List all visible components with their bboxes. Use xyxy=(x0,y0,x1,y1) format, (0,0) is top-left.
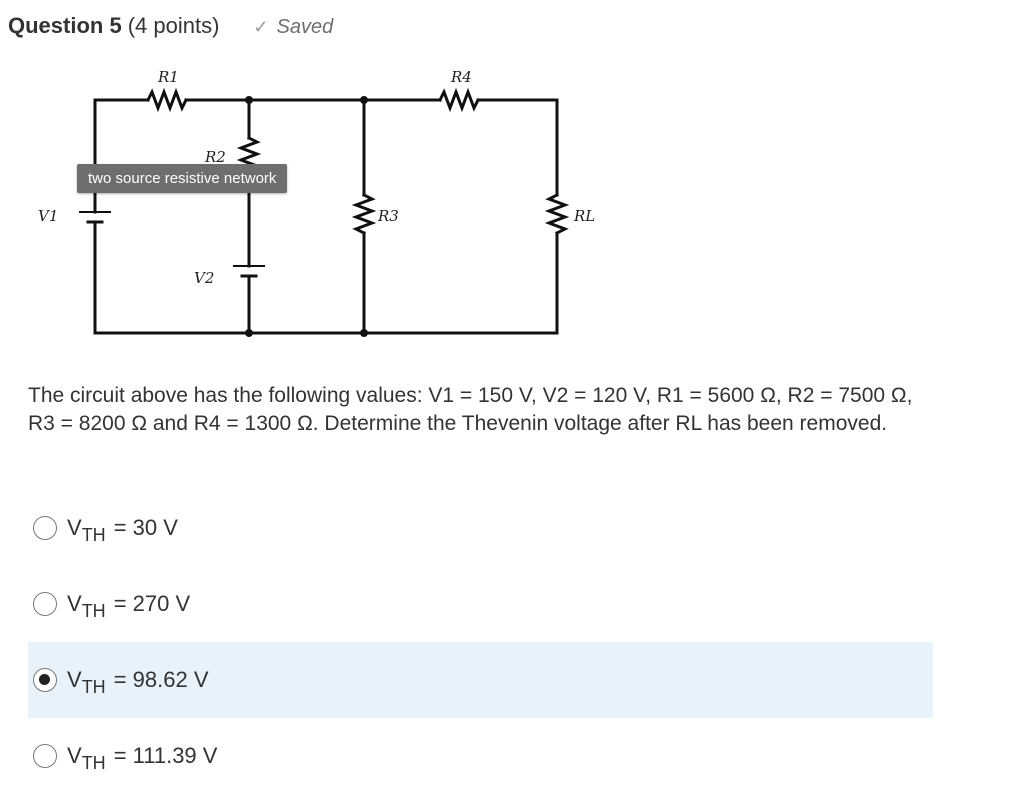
resistor-r3 xyxy=(351,192,377,236)
answer-value: = 98.62 V xyxy=(113,667,209,692)
node-top-r3 xyxy=(360,96,368,104)
resistor-rl xyxy=(544,192,570,236)
answer-symbol: V xyxy=(67,667,82,692)
radio-button[interactable] xyxy=(33,744,57,768)
answer-symbol: V xyxy=(67,743,82,768)
resistor-r1 xyxy=(145,87,189,113)
wire-top-far xyxy=(476,98,559,197)
answer-label: V TH = 98.62 V xyxy=(67,667,209,697)
radio-button[interactable] xyxy=(33,516,57,540)
answer-value: = 270 V xyxy=(113,591,191,616)
wire-top-left xyxy=(93,98,150,214)
answer-option-4[interactable]: V TH = 111.39 V xyxy=(28,718,933,794)
label-r3: R3 xyxy=(377,207,399,225)
answer-subscript: TH xyxy=(81,753,106,773)
saved-label: Saved xyxy=(276,16,334,38)
check-icon: ✓ xyxy=(253,17,269,37)
saved-status: ✓ Saved xyxy=(253,16,333,39)
question-text: The circuit above has the following valu… xyxy=(28,384,913,435)
label-r4: R4 xyxy=(450,68,472,86)
label-v1: V1 xyxy=(38,207,58,225)
label-r2: R2 xyxy=(204,148,226,166)
answer-value: = 111.39 V xyxy=(113,743,218,768)
node-top-r2 xyxy=(245,96,253,104)
answer-symbol: V xyxy=(67,515,82,540)
resistor-r4 xyxy=(437,87,481,113)
answer-label: V TH = 30 V xyxy=(67,515,178,545)
answer-option-3[interactable]: V TH = 98.62 V xyxy=(28,642,933,718)
node-bottom-r3 xyxy=(360,329,368,337)
answer-value: = 30 V xyxy=(113,515,178,540)
label-v2: V2 xyxy=(194,269,214,287)
label-r1: R1 xyxy=(157,68,179,86)
question-title: Question 5 xyxy=(8,13,122,38)
image-tooltip: two source resistive network xyxy=(77,164,288,193)
answer-option-1[interactable]: V TH = 30 V xyxy=(28,490,933,566)
answer-subscript: TH xyxy=(81,677,106,697)
wire-right-bottom xyxy=(93,221,559,335)
circuit-diagram: R1 R4 R2 R3 RL V1 V2 xyxy=(38,68,595,337)
answer-label: V TH = 111.39 V xyxy=(67,743,218,773)
answer-symbol: V xyxy=(67,591,82,616)
answer-options: V TH = 30 V V TH = 270 V V TH = 98.62 V … xyxy=(28,490,933,794)
answer-option-2[interactable]: V TH = 270 V xyxy=(28,566,933,642)
question-header: Question 5 (4 points) ✓ Saved xyxy=(8,13,333,39)
answer-subscript: TH xyxy=(81,601,106,621)
node-bottom-r2 xyxy=(245,329,253,337)
label-rl: RL xyxy=(573,207,595,225)
answer-label: V TH = 270 V xyxy=(67,591,191,621)
radio-button[interactable] xyxy=(33,592,57,616)
answer-subscript: TH xyxy=(81,525,106,545)
radio-button[interactable] xyxy=(33,668,57,692)
question-points: (4 points) xyxy=(127,13,220,38)
